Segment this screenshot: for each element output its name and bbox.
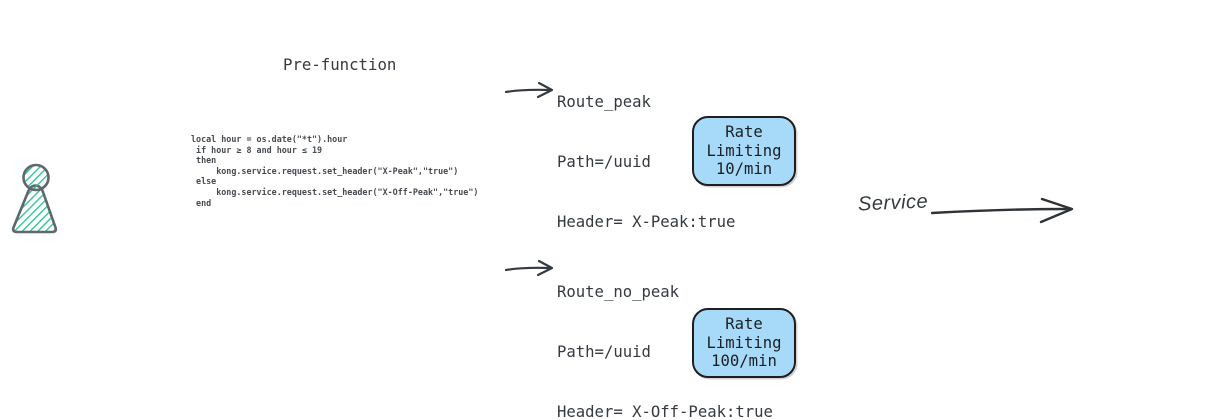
pre-function-label: Pre-function (283, 55, 397, 74)
route-peak-header: Header= X-Peak:true (557, 213, 736, 231)
pawn-icon (11, 163, 58, 234)
rate-limiting-no-peak-text: Rate Limiting 100/min (706, 315, 782, 371)
route-no-peak-header: Header= X-Off-Peak:true (557, 403, 773, 420)
pre-function-code: local hour = os.date("*t").hour if hour … (191, 134, 479, 208)
route-no-peak-arrow-icon (504, 259, 554, 277)
route-peak-path: Path=/uuid (557, 153, 651, 171)
service-arrow-icon (930, 197, 1074, 224)
route-peak-name: Route_peak (557, 93, 651, 111)
rate-limiting-peak-box: Rate Limiting 10/min (692, 116, 796, 186)
route-no-peak-block: Route_no_peak Path=/uuid Header= X-Off-P… (557, 242, 773, 420)
rate-limiting-peak-text: Rate Limiting 10/min (706, 123, 782, 179)
route-no-peak-path: Path=/uuid (557, 343, 651, 361)
route-peak-block: Route_peak Path=/uuid Header= X-Peak:tru… (557, 52, 735, 272)
rate-limiting-no-peak-box: Rate Limiting 100/min (692, 308, 796, 378)
pawn-head (22, 163, 50, 192)
pawn-body (11, 184, 58, 234)
route-peak-arrow-icon (504, 81, 554, 99)
service-label: Service (857, 190, 929, 216)
route-no-peak-name: Route_no_peak (557, 283, 680, 301)
